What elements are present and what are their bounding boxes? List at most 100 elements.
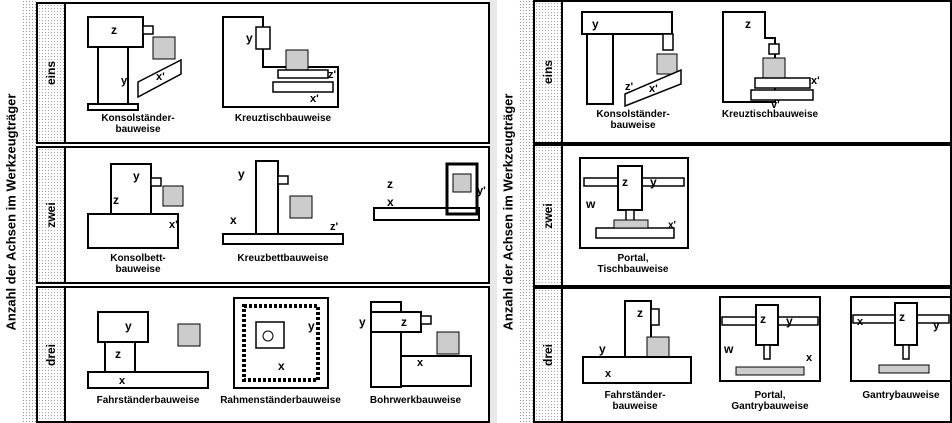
svg-text:z': z' (330, 221, 339, 233)
svg-text:x: x (417, 357, 424, 369)
caption: Kreuztischbauweise (208, 113, 358, 124)
caption: Kreuztischbauweise (700, 109, 840, 120)
bohrwerk-drawing: y z x (357, 294, 475, 394)
svg-text:x: x (806, 352, 813, 364)
konsolbett-drawing: y z x' (83, 156, 193, 252)
caption: Rahmenständerbauweise (213, 395, 348, 406)
svg-text:x': x' (156, 71, 165, 83)
svg-text:x': x' (310, 93, 319, 105)
machine-kreuzbett: y x z' Kreuzbettbauweise (208, 156, 358, 264)
svg-text:y: y (133, 169, 140, 183)
row-eins: eins y z' x' Konsolständer- bauweise (533, 0, 952, 144)
svg-text:w: w (585, 197, 596, 211)
svg-text:z: z (637, 306, 643, 320)
axis-label: Anzahl der Achsen im Werkzeugträger (0, 0, 22, 423)
machine-kreuztisch: z x' y' Kreuztischbauweise (700, 8, 840, 120)
dotted-stripe (22, 0, 36, 423)
svg-text:x': x' (169, 219, 178, 231)
machine-rahmenstaender: y x Rahmenständerbauweise (213, 294, 348, 406)
svg-text:z': z' (625, 81, 634, 93)
kreuzbett-drawing: y x z' (218, 156, 348, 252)
svg-text:z: z (111, 23, 117, 37)
portal-tisch-drawing: z y w x' (576, 156, 691, 252)
row-tag: drei (535, 289, 563, 421)
svg-text:y': y' (121, 75, 130, 87)
svg-text:y: y (359, 315, 366, 329)
caption: Konsolbett- bauweise (78, 253, 198, 275)
svg-text:y: y (650, 175, 657, 189)
right-panel: Anzahl der Achsen im Werkzeugträger eins… (497, 0, 952, 423)
axis-label: Anzahl der Achsen im Werkzeugträger (497, 0, 519, 423)
portal-gantry-drawing: z y w x (716, 295, 824, 389)
svg-text:z': z' (328, 69, 337, 81)
row-zwei: zwei z y w x' Portal, Tischbauweise (533, 144, 952, 287)
kreuztisch-drawing: z x' y' (715, 8, 825, 108)
svg-text:z: z (760, 312, 766, 326)
svg-text:y: y (238, 167, 245, 181)
svg-text:x: x (230, 213, 237, 227)
svg-text:y: y (599, 342, 606, 356)
svg-text:x': x' (649, 83, 658, 95)
caption: Fahrständer- bauweise (571, 390, 699, 412)
svg-text:z: z (115, 347, 121, 361)
machine-konsolstaender: y z' x' Konsolständer- bauweise (573, 8, 693, 131)
machine-kreuztisch: y z' x' Kreuztischbauweise (208, 12, 358, 124)
svg-text:x: x (119, 375, 126, 387)
caption: Portal, Gantrybauweise (715, 390, 825, 412)
svg-text:x: x (278, 359, 285, 373)
caption: Gantrybauweise (847, 390, 952, 401)
machine-portal-bett: z x y' (368, 156, 488, 252)
row-tag: eins (535, 2, 563, 142)
konsolstaender-drawing: z y' x' (83, 12, 193, 112)
machine-portal-gantry: z y w x Portal, Gantrybauweise (715, 295, 825, 412)
machine-fahrstaender: y z x Fahrständerbauweise (78, 294, 218, 406)
svg-text:z: z (745, 17, 751, 31)
fahrstaender-drawing: z y x (575, 295, 695, 389)
caption: Kreuzbettbauweise (208, 253, 358, 264)
row-eins: eins z y' x' Konsolständer- bauweise (36, 2, 490, 144)
caption: Konsolständer- bauweise (78, 113, 198, 135)
konsolstaender-drawing: y z' x' (577, 8, 689, 108)
svg-text:y: y (592, 17, 599, 31)
svg-text:w: w (723, 342, 734, 356)
svg-text:z: z (387, 177, 393, 191)
machine-konsolbett: y z x' Konsolbett- bauweise (78, 156, 198, 275)
machine-fahrstaender: z y x Fahrständer- bauweise (571, 295, 699, 412)
svg-text:z: z (622, 175, 628, 189)
row-tag: drei (38, 288, 66, 421)
caption: Konsolständer- bauweise (573, 109, 693, 131)
rahmenstaender-drawing: y x (226, 294, 336, 394)
row-zwei: zwei y z x' Konsolbett- bauweise y x z (36, 146, 490, 284)
machine-portal-tisch: z y w x' Portal, Tischbauweise (573, 156, 693, 275)
svg-text:x: x (387, 195, 394, 209)
svg-text:y': y' (477, 185, 486, 197)
page-gap (490, 0, 497, 423)
left-panel: Anzahl der Achsen im Werkzeugträger eins… (0, 0, 490, 423)
row-tag: zwei (38, 148, 66, 282)
row-drei: drei y z x Fahrständerbauweise y x (36, 286, 490, 423)
machine-konsolstaender: z y' x' Konsolständer- bauweise (78, 12, 198, 135)
svg-text:y: y (933, 318, 940, 332)
svg-text:z: z (113, 193, 119, 207)
gantry-drawing: z x y (849, 295, 952, 389)
portal-bett-drawing: z x y' (369, 156, 487, 252)
row-drei: drei z y x Fahrständer- bauweise z y (533, 287, 952, 423)
row-tag: eins (38, 4, 66, 142)
dotted-stripe (519, 0, 533, 423)
svg-text:y': y' (771, 99, 780, 108)
svg-text:x': x' (668, 220, 676, 231)
svg-text:x': x' (811, 75, 820, 87)
svg-text:y: y (786, 314, 793, 328)
svg-text:x: x (605, 368, 612, 380)
machine-gantry: z x y Gantrybauweise (847, 295, 952, 401)
svg-text:y: y (125, 319, 132, 333)
kreuztisch-drawing: y z' x' (218, 12, 348, 112)
svg-text:z: z (401, 315, 407, 329)
caption: Bohrwerkbauweise (353, 395, 478, 406)
fahrstaender-drawing: y z x (83, 294, 213, 394)
row-tag: zwei (535, 146, 563, 285)
caption: Fahrständerbauweise (78, 395, 218, 406)
machine-bohrwerk: y z x Bohrwerkbauweise (353, 294, 478, 406)
svg-text:x: x (857, 316, 864, 328)
svg-text:z: z (899, 310, 905, 324)
